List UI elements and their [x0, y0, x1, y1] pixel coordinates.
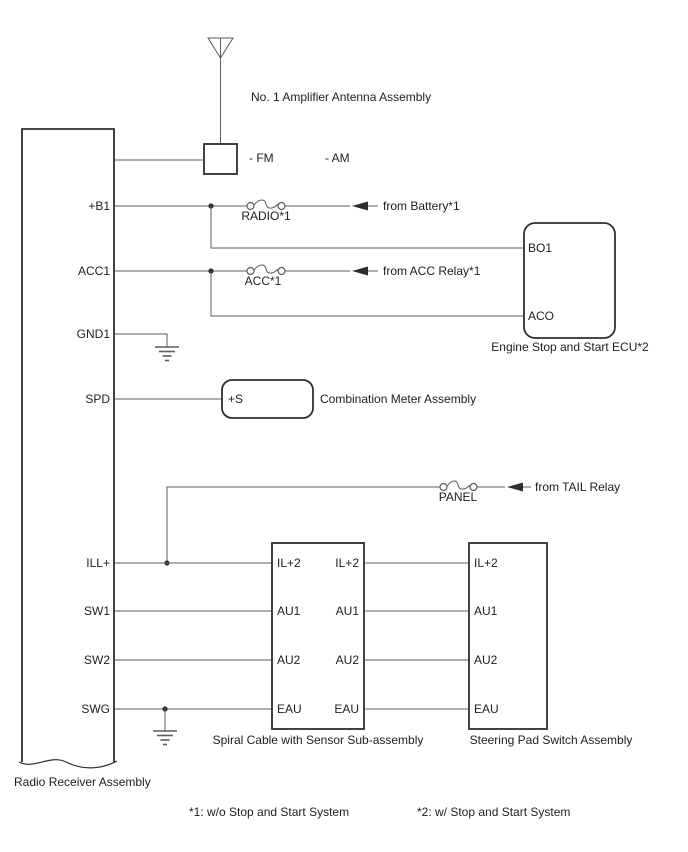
radio-receiver-label: Radio Receiver Assembly	[14, 775, 151, 789]
spiral-pin-left-au1: AU1	[277, 604, 301, 618]
pin-sw1-label: SW1	[84, 604, 110, 618]
wire-gnd1	[114, 333, 168, 347]
radio-receiver-box	[18, 128, 118, 769]
fuse-radio-icon	[246, 199, 286, 211]
steering-pad-label: Steering Pad Switch Assembly	[470, 733, 633, 747]
meter-pin-s-label: +S	[228, 392, 243, 406]
ground-icon-swg	[153, 730, 177, 746]
ecu-pin-aco-label: ACO	[528, 309, 554, 323]
ecu-pin-bo1-label: BO1	[528, 241, 552, 255]
spiral-pin-left-il2: IL+2	[277, 556, 301, 570]
spiral-cable-label: Spiral Cable with Sensor Sub-assembly	[213, 733, 424, 747]
antenna-amplifier-box	[203, 143, 238, 175]
pin-sw2-label: SW2	[84, 653, 110, 667]
footnote-2: *2: w/ Stop and Start System	[417, 805, 570, 819]
fm-label: - FM	[249, 151, 274, 165]
steering-pin-eau: EAU	[474, 702, 499, 716]
steering-pad-box	[468, 542, 548, 730]
acc-relay-source-label: from ACC Relay*1	[383, 264, 481, 278]
pin-spd-label: SPD	[85, 392, 110, 406]
pin-acc1-label: ACC1	[78, 264, 110, 278]
steering-pin-au2: AU2	[474, 653, 498, 667]
spiral-cable-box	[271, 542, 365, 730]
steering-pin-au1: AU1	[474, 604, 498, 618]
ecu-label: Engine Stop and Start ECU*2	[491, 340, 649, 354]
wire-b1-to-bo1	[210, 206, 524, 249]
pin-swg-label: SWG	[81, 702, 110, 716]
footnote-1: *1: w/o Stop and Start System	[189, 805, 349, 819]
spiral-pin-left-eau: EAU	[277, 702, 302, 716]
ground-icon-gnd1	[155, 346, 179, 362]
pin-ill-label: ILL+	[86, 556, 110, 570]
pin-gnd1-label: GND1	[77, 327, 111, 341]
battery-source-label: from Battery*1	[383, 199, 460, 213]
combination-meter-box	[221, 379, 314, 419]
torn-edge-line	[18, 759, 118, 769]
acc-relay-source-arrow-icon	[352, 266, 378, 276]
ecu-box	[523, 222, 616, 339]
wire-acc1-to-aco	[210, 271, 524, 317]
tail-relay-source-label: from TAIL Relay	[535, 480, 620, 494]
spiral-pin-left-au2: AU2	[277, 653, 301, 667]
antenna-icon	[207, 37, 234, 144]
steering-pin-il2: IL+2	[474, 556, 498, 570]
am-label: - AM	[325, 151, 350, 165]
wire-panel	[166, 486, 440, 563]
fuse-panel-icon	[439, 480, 505, 492]
tail-relay-source-arrow-icon	[507, 482, 531, 492]
spiral-pin-right-eau: EAU	[334, 702, 359, 716]
spiral-pin-right-il2: IL+2	[335, 556, 359, 570]
fuse-acc-icon	[246, 264, 286, 276]
wires-spiral-to-steering	[364, 562, 469, 710]
spiral-pin-right-au2: AU2	[336, 653, 360, 667]
pin-b1-label: +B1	[88, 199, 110, 213]
fuse-acc-label: ACC*1	[245, 274, 282, 288]
fuse-panel-label: PANEL	[439, 490, 478, 504]
battery-source-arrow-icon	[352, 201, 378, 211]
combination-meter-label: Combination Meter Assembly	[320, 392, 476, 406]
fuse-radio-label: RADIO*1	[241, 209, 291, 223]
spiral-pin-right-au1: AU1	[336, 604, 360, 618]
antenna-assembly-label: No. 1 Amplifier Antenna Assembly	[251, 90, 431, 104]
